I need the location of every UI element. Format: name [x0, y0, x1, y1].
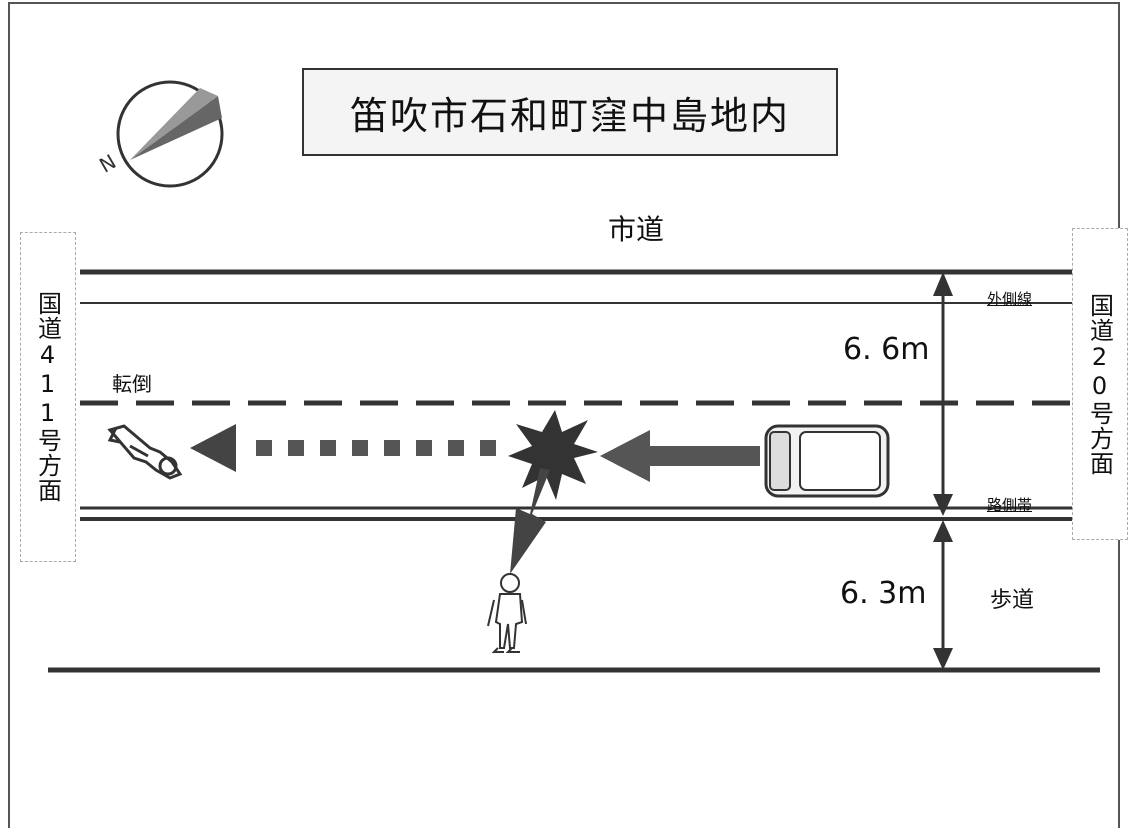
city-road-label: 市道 [608, 213, 665, 246]
sidewalk-width-label: 6. 3m [840, 576, 927, 611]
right-direction-box: 国道20号方面 [1072, 228, 1128, 540]
sidewalk-label: 歩道 [990, 588, 1035, 613]
shoulder-label: 路側帯 [987, 496, 1033, 514]
outer-line-label: 外側線 [987, 290, 1033, 308]
compass-north-icon: N [95, 80, 224, 188]
road-width-dimension [933, 272, 953, 516]
car-travel-arrow [600, 430, 760, 482]
pedestrian-arrow [510, 468, 550, 574]
pedestrian-icon [487, 573, 527, 653]
slide-path [256, 440, 496, 456]
location-title: 笛吹市石和町窪中島地内 [302, 68, 838, 156]
sidewalk-width-dimension [933, 520, 953, 670]
fallen-motorcycle-icon [107, 424, 183, 480]
road-width-label: 6. 6m [843, 332, 930, 367]
right-direction-label: 国道20号方面 [1085, 292, 1114, 476]
collision-burst-icon [508, 410, 598, 500]
svg-text:N: N [95, 149, 120, 177]
rollover-label: 転倒 [112, 372, 152, 396]
left-direction-label: 国道411号方面 [33, 291, 62, 503]
slide-arrowhead [190, 424, 236, 472]
left-direction-box: 国道411号方面 [20, 232, 76, 562]
car-icon [764, 424, 890, 498]
